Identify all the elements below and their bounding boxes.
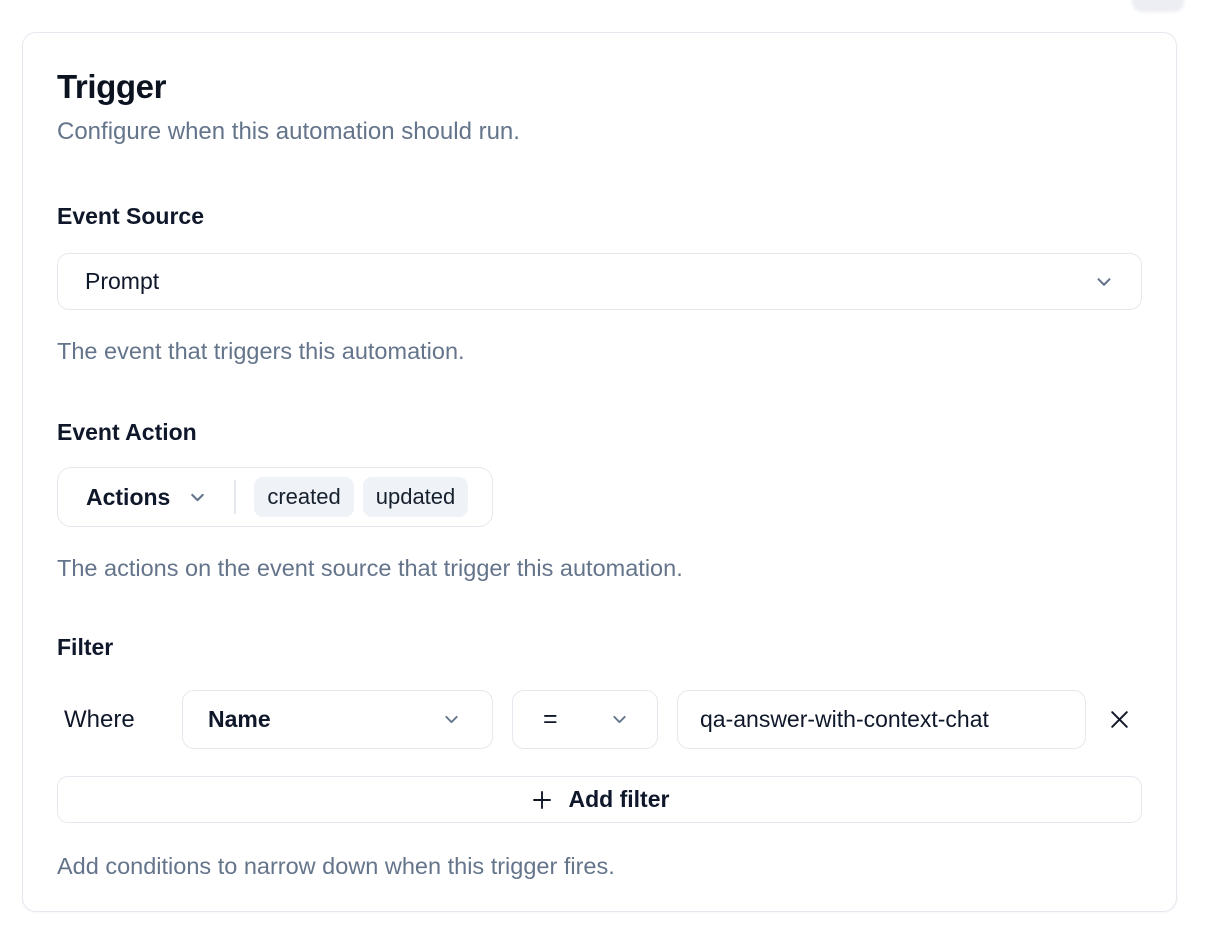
- divider: [234, 480, 237, 514]
- remove-filter-button[interactable]: [1096, 697, 1142, 743]
- chevron-down-icon: [613, 715, 626, 724]
- event-action-label: Event Action: [57, 419, 197, 445]
- add-filter-button[interactable]: Add filter: [57, 776, 1142, 823]
- trigger-card: Trigger Configure when this automation s…: [22, 32, 1177, 912]
- event-source-value: Prompt: [85, 268, 160, 294]
- chevron-down-icon: [445, 715, 458, 724]
- selected-actions: created updated: [254, 477, 469, 517]
- actions-dropdown-label: Actions: [86, 483, 171, 510]
- filter-condition-row: Where Name =: [57, 690, 1142, 749]
- filter-operator-value: =: [543, 705, 558, 733]
- filter-operator-select[interactable]: =: [512, 690, 658, 749]
- filter-field-value: Name: [208, 706, 271, 732]
- filter-field-select[interactable]: Name: [182, 690, 493, 749]
- event-source-label: Event Source: [57, 203, 204, 229]
- close-icon: [1110, 711, 1128, 728]
- filter-helper: Add conditions to narrow down when this …: [57, 853, 615, 879]
- action-chip-updated: updated: [362, 477, 469, 517]
- event-action-control: Actions created updated: [57, 467, 494, 527]
- action-chip-created: created: [254, 477, 354, 517]
- page-subtitle: Configure when this automation should ru…: [57, 118, 520, 145]
- chevron-down-icon: [1097, 277, 1111, 286]
- event-action-helper: The actions on the event source that tri…: [57, 555, 683, 581]
- page-title: Trigger: [57, 68, 167, 105]
- where-label: Where: [64, 705, 135, 733]
- clipped-top-element: [1132, 0, 1184, 12]
- filter-value-input[interactable]: [677, 690, 1086, 749]
- plus-icon: [532, 790, 551, 809]
- filter-label: Filter: [57, 634, 114, 660]
- event-source-select[interactable]: Prompt: [57, 253, 1142, 310]
- add-filter-label: Add filter: [568, 786, 670, 812]
- event-source-helper: The event that triggers this automation.: [57, 338, 465, 364]
- chevron-down-icon: [191, 493, 205, 501]
- actions-dropdown-button[interactable]: Actions: [86, 484, 208, 511]
